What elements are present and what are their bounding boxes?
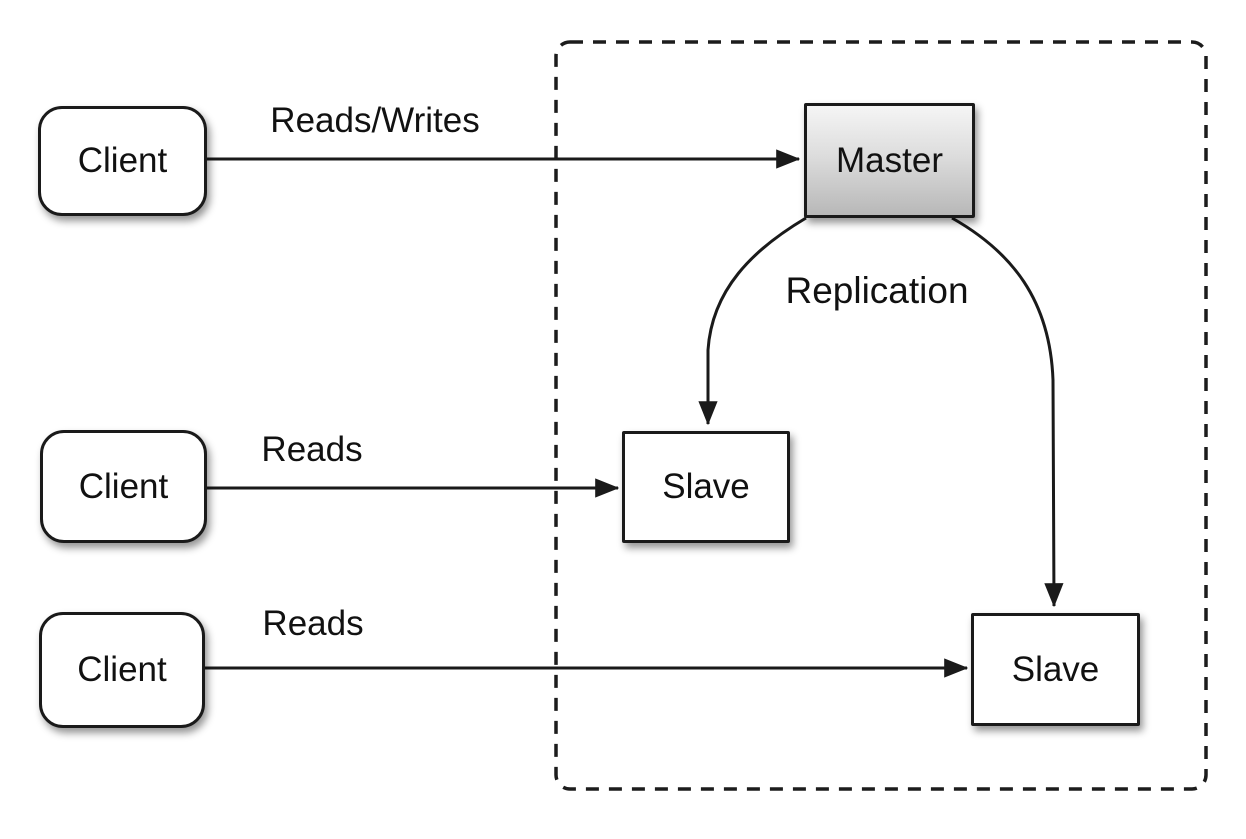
arrow-replication-right <box>951 216 1064 608</box>
slave-node-left-label: Slave <box>662 467 750 506</box>
edge-label-replication: Replication <box>785 270 969 311</box>
client-node-middle: Client <box>40 430 207 543</box>
slave-node-left: Slave <box>622 431 790 543</box>
slave-node-right: Slave <box>971 613 1140 726</box>
client-node-bottom: Client <box>39 612 205 728</box>
edge-label-reads-middle: Reads <box>261 430 363 469</box>
edge-label-reads-bottom: Reads <box>262 604 364 643</box>
arrow-replication-left <box>698 216 807 426</box>
master-node: Master <box>804 103 975 218</box>
client-node-top: Client <box>38 106 207 216</box>
client-node-middle-label: Client <box>78 466 169 506</box>
master-node-label: Master <box>836 140 943 180</box>
client-node-bottom-label: Client <box>77 650 167 689</box>
client-node-top-label: Client <box>77 141 168 180</box>
cluster-boundary-dashed-rect <box>554 40 1208 791</box>
slave-node-right-label: Slave <box>1011 649 1100 689</box>
edge-label-reads-writes: Reads/Writes <box>270 101 480 140</box>
